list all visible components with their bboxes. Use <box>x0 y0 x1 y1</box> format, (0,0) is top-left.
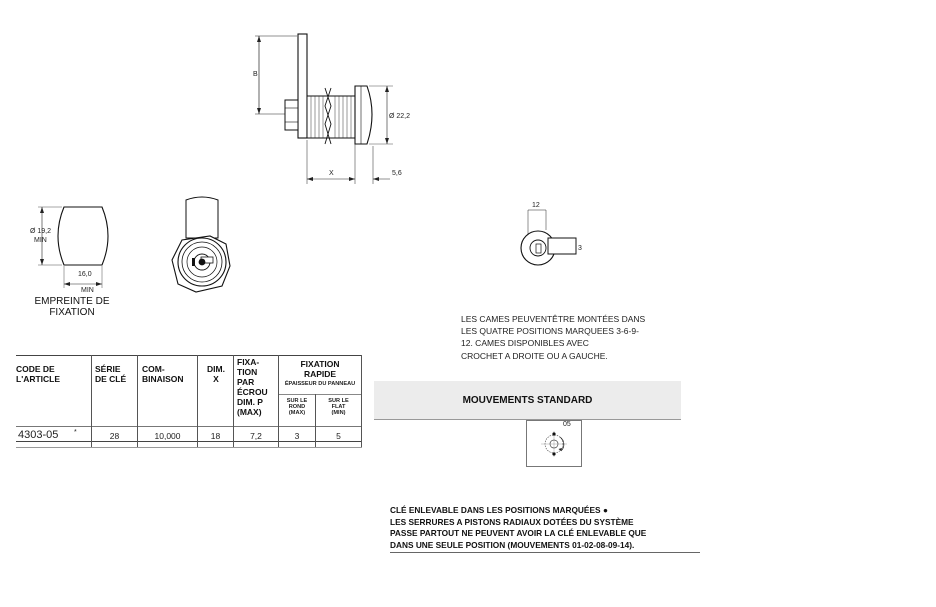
movement-diagram <box>541 431 567 457</box>
movement-code: 05 <box>563 421 571 428</box>
cam-note-line-2: LES QUATRE POSITIONS MARQUEES 3-6-9- <box>461 326 639 337</box>
removable-key-note: CLÉ ENLEVABLE DANS LES POSITIONS MARQUÉE… <box>390 505 700 554</box>
header-sur-le-rond: SUR LE ROND (MAX) <box>279 398 315 417</box>
cutout-width-min: MIN <box>81 287 94 294</box>
movements-header: MOUVEMENTS STANDARD <box>374 381 681 420</box>
bottom-note-line-3: PASSE PARTOUT NE PEUVENT AVOIR LA CLÉ EN… <box>390 528 647 539</box>
header-flat-line-2: FLAT <box>331 404 346 411</box>
header-combinaison: COM- BINAISON <box>142 364 184 384</box>
cell-dim-x: 18 <box>210 431 221 441</box>
cutout-diameter-label: Ø 19,2 <box>30 228 51 235</box>
header-rapide-line-2: RAPIDE <box>303 369 337 379</box>
cam-mounting-note: LES CAMES PEUVENTÊTRE MONTÉES DANS LES Q… <box>461 313 671 362</box>
bottom-note-line-4: DANS UNE SEULE POSITION (MOUVEMENTS 01-0… <box>390 539 635 550</box>
fixation-label-line-2: FIXATION <box>49 307 95 318</box>
cam-note-line-1: LES CAMES PEUVENTÊTRE MONTÉES DANS <box>461 314 646 324</box>
dim-flange-label: 5,6 <box>392 170 402 177</box>
header-combinaison-line-2: BINAISON <box>142 374 184 384</box>
header-ecrou-line-1: FIXA- <box>237 357 260 367</box>
cam-dim-right: 3 <box>578 245 582 252</box>
dim-diameter-label: Ø 22,2 <box>389 113 410 120</box>
header-rond-line-2: ROND <box>288 404 306 411</box>
cutout-width-label: 16,0 <box>78 271 92 278</box>
cam-dim-top: 12 <box>532 202 540 209</box>
header-rond-line-3: (MAX) <box>288 410 306 417</box>
header-sur-le-flat: SUR LE FLAT (MIN) <box>316 398 361 417</box>
header-ecrou-line-2: TION <box>237 367 258 377</box>
dim-b-label: B <box>253 71 258 78</box>
cell-marker: * <box>74 429 77 436</box>
cam-position-drawing: 12 3 <box>520 202 582 266</box>
header-dim: DIM. X <box>205 364 227 384</box>
cell-ecrou: 7,2 <box>250 431 262 441</box>
header-code: CODE DE L'ARTICLE <box>16 364 88 384</box>
header-flat-line-1: SUR LE <box>328 398 349 404</box>
cell-rond: 3 <box>294 431 300 441</box>
header-rapide-line-1: FIXATION <box>300 359 340 369</box>
header-epaisseur: ÉPAISSEUR DU PANNEAU <box>284 381 356 387</box>
fixation-cutout-drawing: Ø 19,2 MIN 16,0 MIN <box>30 206 109 294</box>
header-serie: SÉRIE DE CLÉ <box>95 364 126 384</box>
header-ecrou-line-3: PAR <box>237 377 255 387</box>
header-code-line-1: CODE DE <box>16 364 55 374</box>
header-ecrou-line-5: DIM. P <box>237 397 263 407</box>
bottom-note-line-1: CLÉ ENLEVABLE DANS LES POSITIONS MARQUÉE… <box>390 505 608 515</box>
cell-serie: 28 <box>109 431 120 441</box>
lock-front-view <box>171 196 231 293</box>
spec-table: CODE DE L'ARTICLE SÉRIE DE CLÉ COM- BINA… <box>16 355 362 450</box>
bottom-note-line-2: LES SERRURES A PISTONS RADIAUX DOTÉES DU… <box>390 516 634 527</box>
header-flat-line-3: (MIN) <box>331 410 346 417</box>
header-serie-line-1: SÉRIE <box>95 364 121 374</box>
header-fixation-ecrou: FIXA- TION PAR ÉCROU DIM. P (MAX) <box>237 357 268 417</box>
header-code-line-2: L'ARTICLE <box>16 374 61 384</box>
fixation-label-line-1: EMPREINTE DE <box>34 296 110 307</box>
cam-note-line-3: 12. CAMES DISPONIBLES AVEC <box>461 338 589 349</box>
lock-side-view: B Ø 22,2 X 5,6 <box>253 33 410 184</box>
header-ecrou-line-6: (MAX) <box>237 407 262 417</box>
cam-note-line-4: CROCHET A DROITE OU A GAUCHE. <box>461 350 608 361</box>
header-fixation-rapide: FIXATION RAPIDE <box>279 359 361 379</box>
header-serie-line-2: DE CLÉ <box>95 374 127 384</box>
header-rond-line-1: SUR LE <box>286 398 308 404</box>
header-combinaison-line-1: COM- <box>142 364 165 374</box>
cell-combinaison: 10,000 <box>154 431 181 441</box>
header-dim-line-1: DIM. <box>207 364 225 374</box>
cell-code: 4303-05 <box>18 429 59 441</box>
header-dim-line-2: X <box>213 374 219 384</box>
movement-05-box: 05 <box>526 420 582 467</box>
dim-x-label: X <box>329 170 334 177</box>
cell-flat: 5 <box>336 431 341 441</box>
cutout-diameter-min: MIN <box>34 237 47 244</box>
fixation-label: EMPREINTE DE FIXATION <box>26 296 118 318</box>
header-ecrou-line-4: ÉCROU <box>237 387 268 397</box>
